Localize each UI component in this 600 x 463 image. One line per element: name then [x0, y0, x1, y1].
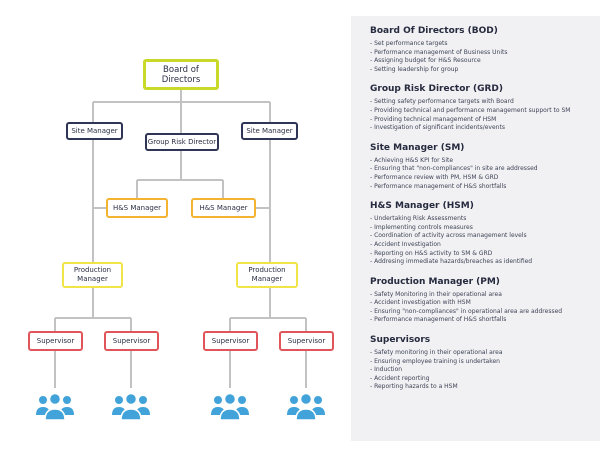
- role-responsibilities-list: - Undertaking Risk Assessments - Impleme…: [370, 215, 600, 267]
- role-section-bod: Board Of Directors (BOD) - Set performan…: [370, 26, 600, 74]
- role-item: - Setting safety performance targets wit…: [370, 98, 514, 106]
- role-section-sm: Site Manager (SM) - Achieving H&S KPI fo…: [370, 143, 600, 191]
- production-manager-node-right: Production Manager: [236, 262, 298, 288]
- people-group-icon: [287, 392, 325, 421]
- hs-manager-node-right: H&S Manager: [191, 198, 256, 218]
- site-manager-node-right: Site Manager: [241, 122, 298, 140]
- role-item: - Ensuring "non-compliances" in operatio…: [370, 307, 563, 315]
- supervisor-node: Supervisor: [279, 331, 334, 351]
- role-responsibilities-list: - Safety monitoring in their operational…: [370, 349, 600, 392]
- org-chart: Board of Directors Site Manager Group Ri…: [28, 59, 334, 421]
- role-item: - Providing technical and performance ma…: [370, 106, 571, 114]
- role-item: - Performance review with PM, HSM & GRD: [370, 173, 499, 181]
- supervisor-node: Supervisor: [28, 331, 83, 351]
- group-risk-director-node: Group Risk Director: [145, 133, 219, 151]
- board-of-directors-node: Board of Directors: [143, 59, 219, 90]
- role-item: - Performance management of H&S shortfal…: [370, 182, 507, 190]
- role-item: - Performance management of Business Uni…: [370, 48, 508, 56]
- role-item: - Implementing controls measures: [370, 223, 473, 231]
- role-item: - Induction: [370, 366, 403, 374]
- site-manager-node-left: Site Manager: [66, 122, 123, 140]
- role-item: - Achieving H&S KPI for Site: [370, 156, 454, 164]
- hs-manager-node-left: H&S Manager: [106, 198, 168, 218]
- role-title: Production Manager (PM): [370, 276, 500, 287]
- production-manager-node-left: Production Manager: [62, 262, 123, 288]
- role-title: Site Manager (SM): [370, 142, 465, 153]
- role-item: - Setting leadership for group: [370, 65, 459, 73]
- supervisor-node: Supervisor: [203, 331, 258, 351]
- people-group-icon: [211, 392, 249, 421]
- role-item: - Providing technical management of HSM: [370, 115, 497, 123]
- role-item: - Addresing immediate hazards/breaches a…: [370, 258, 533, 266]
- role-item: - Reporting on H&S activity to SM & GRD: [370, 249, 493, 257]
- role-item: - Ensuring that "non-compliances" in sit…: [370, 165, 538, 173]
- role-item: - Accident reporting: [370, 374, 430, 382]
- role-section-supervisors: Supervisors - Safety monitoring in their…: [370, 335, 600, 392]
- people-group-icon: [36, 392, 74, 421]
- role-item: - Performance management of H&S shortfal…: [370, 316, 507, 324]
- people-group-icon: [112, 392, 150, 421]
- role-item: - Safety monitoring in their operational…: [370, 349, 503, 357]
- supervisor-node: Supervisor: [104, 331, 159, 351]
- role-item: - Accident investigation with HSM: [370, 299, 471, 307]
- role-item: - Reporting hazards to a HSM: [370, 383, 458, 391]
- role-title: H&S Manager (HSM): [370, 201, 474, 212]
- role-title: Board Of Directors (BOD): [370, 26, 498, 36]
- connector-lines: [54, 90, 307, 388]
- role-responsibilities-list: - Safety Monitoring in their operational…: [370, 291, 600, 325]
- roles-description-panel: Board Of Directors (BOD) - Set performan…: [351, 16, 600, 441]
- role-responsibilities-list: - Set performance targets - Performance …: [370, 40, 600, 74]
- role-item: - Assigning budget for H&S Resource: [370, 57, 481, 65]
- role-item: - Safety Monitoring in their operational…: [370, 290, 502, 298]
- role-responsibilities-list: - Achieving H&S KPI for Site - Ensuring …: [370, 157, 600, 191]
- role-title: Group Risk Director (GRD): [370, 84, 503, 95]
- role-item: - Accident Investigation: [370, 240, 441, 248]
- role-item: - Coordination of activity across manage…: [370, 232, 527, 240]
- role-section-hsm: H&S Manager (HSM) - Undertaking Risk Ass…: [370, 201, 600, 267]
- role-item: - Undertaking Risk Assessments: [370, 215, 467, 223]
- role-section-grd: Group Risk Director (GRD) - Setting safe…: [370, 84, 600, 132]
- role-item: - Set performance targets: [370, 40, 448, 47]
- role-item: - Ensuring employee training is undertak…: [370, 357, 500, 365]
- role-title: Supervisors: [370, 335, 431, 346]
- role-item: - Investigation of significant incidents…: [370, 124, 505, 132]
- role-section-pm: Production Manager (PM) - Safety Monitor…: [370, 277, 600, 325]
- role-responsibilities-list: - Setting safety performance targets wit…: [370, 98, 600, 132]
